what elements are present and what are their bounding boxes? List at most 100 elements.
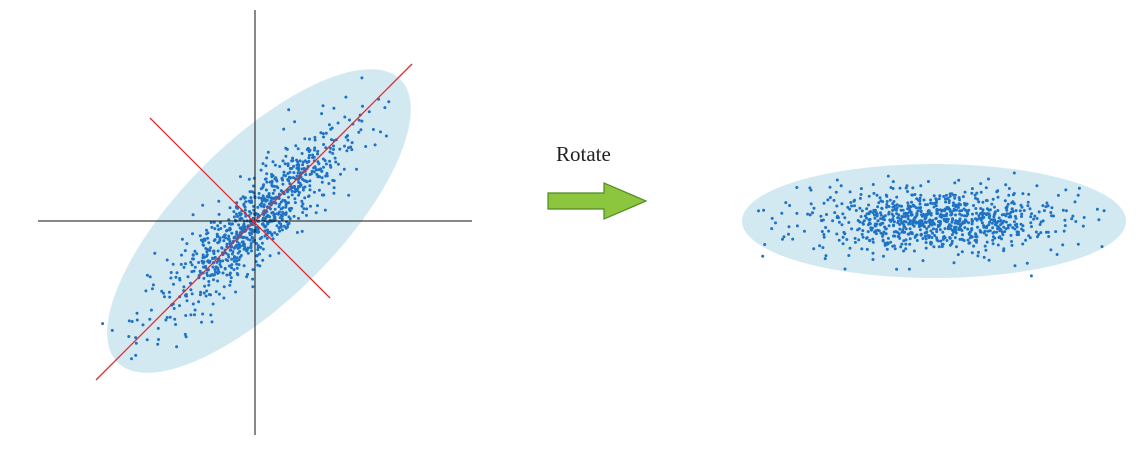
data-point [957,178,961,182]
data-point [218,221,222,225]
data-point [900,242,904,246]
data-point [847,254,851,257]
data-point [235,256,239,260]
data-point [332,186,336,190]
data-point [910,193,914,197]
data-point [244,200,248,204]
data-point [969,234,973,238]
data-point [875,214,879,218]
data-point [1000,237,1003,241]
data-point [217,270,221,274]
data-point [985,199,989,203]
data-point [913,220,917,224]
data-point [265,195,269,198]
data-point [222,239,226,243]
data-point [222,285,226,289]
data-point [298,185,302,189]
data-point [879,217,883,221]
data-point [1009,214,1012,218]
data-point [190,263,194,267]
data-point [1027,234,1031,238]
data-point [201,261,205,265]
data-point [874,224,878,228]
data-point [267,192,271,195]
data-point [307,160,311,164]
data-point [1049,211,1053,214]
data-point [1021,192,1025,196]
data-point [1009,233,1013,237]
data-point [841,242,845,246]
data-point [1002,225,1006,229]
data-point [985,212,989,216]
data-point [909,210,913,214]
data-point [200,320,203,324]
data-point [988,220,992,224]
data-point [915,239,919,242]
data-point [332,148,335,151]
data-point [858,220,862,224]
data-point [1095,207,1099,211]
data-point [946,206,950,210]
data-point [892,234,895,238]
data-point [1015,230,1019,234]
data-point [219,265,223,269]
data-point [1037,233,1041,236]
data-point [953,181,957,185]
data-point [1020,212,1024,216]
data-point [1070,217,1074,221]
data-point [243,225,247,229]
data-point [230,257,234,261]
data-point [265,172,269,176]
data-point [825,213,828,216]
data-point [904,242,908,246]
data-point [935,236,939,240]
data-point [178,276,182,280]
data-point [948,192,952,196]
data-point [1035,217,1039,220]
data-point [251,285,255,289]
data-point [229,222,233,226]
data-point [162,291,165,295]
data-point [246,251,250,255]
data-point [307,156,311,160]
data-point [871,251,875,255]
data-point [277,205,281,209]
data-point [850,204,854,208]
data-point [230,266,233,270]
data-point [975,191,979,195]
data-point [207,283,211,287]
data-point [860,247,864,251]
data-point [896,230,899,234]
data-point [823,257,827,261]
data-point [145,273,149,277]
data-point [906,204,910,208]
data-point [918,228,922,232]
data-point [331,152,335,155]
data-point [930,236,934,239]
data-point [895,267,899,271]
data-point [288,208,291,211]
data-point [791,237,795,241]
data-point [898,223,902,226]
data-point [895,203,899,207]
data-point [795,211,799,215]
data-point [1014,216,1018,220]
data-point [922,224,926,228]
data-point [264,215,268,219]
data-point [232,210,236,214]
data-point [991,226,995,230]
data-point [924,246,928,250]
data-point [818,244,822,248]
data-point [847,221,851,224]
data-point [976,225,979,229]
data-point [897,235,901,238]
data-point [305,213,308,217]
data-point [1005,206,1009,210]
data-point [256,205,260,209]
data-point [295,189,299,193]
data-point [256,230,260,234]
data-point [301,188,305,192]
data-point [908,227,912,231]
data-point [1029,274,1033,278]
data-point [881,221,885,225]
